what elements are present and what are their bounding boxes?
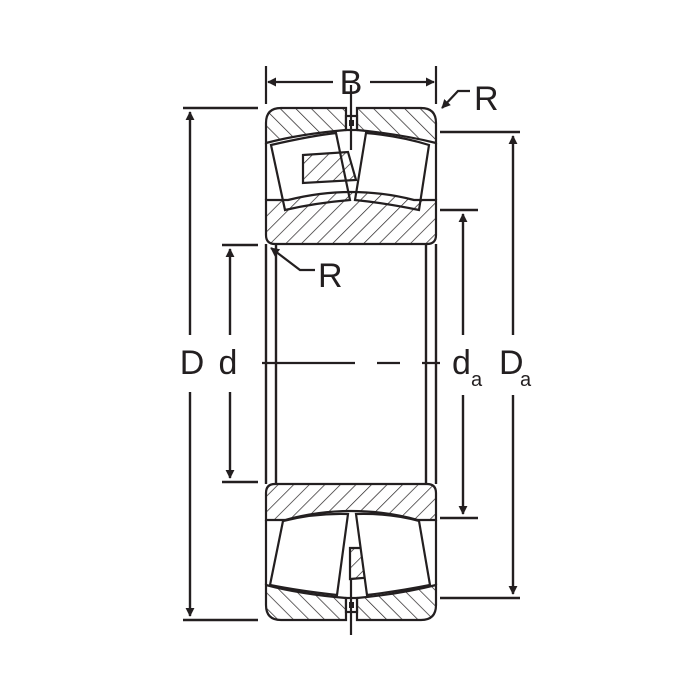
dimension-D	[183, 106, 258, 622]
dimension-B	[264, 66, 438, 104]
dimension-Da	[440, 130, 520, 600]
cage-top	[301, 150, 358, 185]
label-R-inner: R	[318, 257, 343, 295]
dimension-da	[440, 208, 478, 520]
dimension-d	[222, 243, 258, 484]
label-Da: D	[499, 344, 524, 382]
label-Da-subscript: a	[520, 369, 532, 391]
label-da-subscript: a	[471, 369, 483, 391]
label-D: D	[180, 344, 205, 382]
label-B: B	[340, 64, 363, 102]
bearing-section-bottom	[264, 482, 438, 622]
roller-bottom-right	[354, 512, 432, 597]
centerline	[262, 85, 440, 635]
label-d: d	[219, 344, 238, 382]
bearing-section-top	[264, 106, 438, 246]
label-R-outer: R	[474, 80, 499, 118]
inner-ring-bottom	[264, 482, 438, 522]
roller-bottom-left	[268, 512, 350, 597]
inner-ring-top	[264, 190, 438, 246]
leader-R-outer	[441, 89, 470, 109]
outer-ring-bottom-right	[355, 583, 438, 622]
label-da: d	[452, 344, 471, 382]
leader-R-inner	[270, 247, 315, 272]
